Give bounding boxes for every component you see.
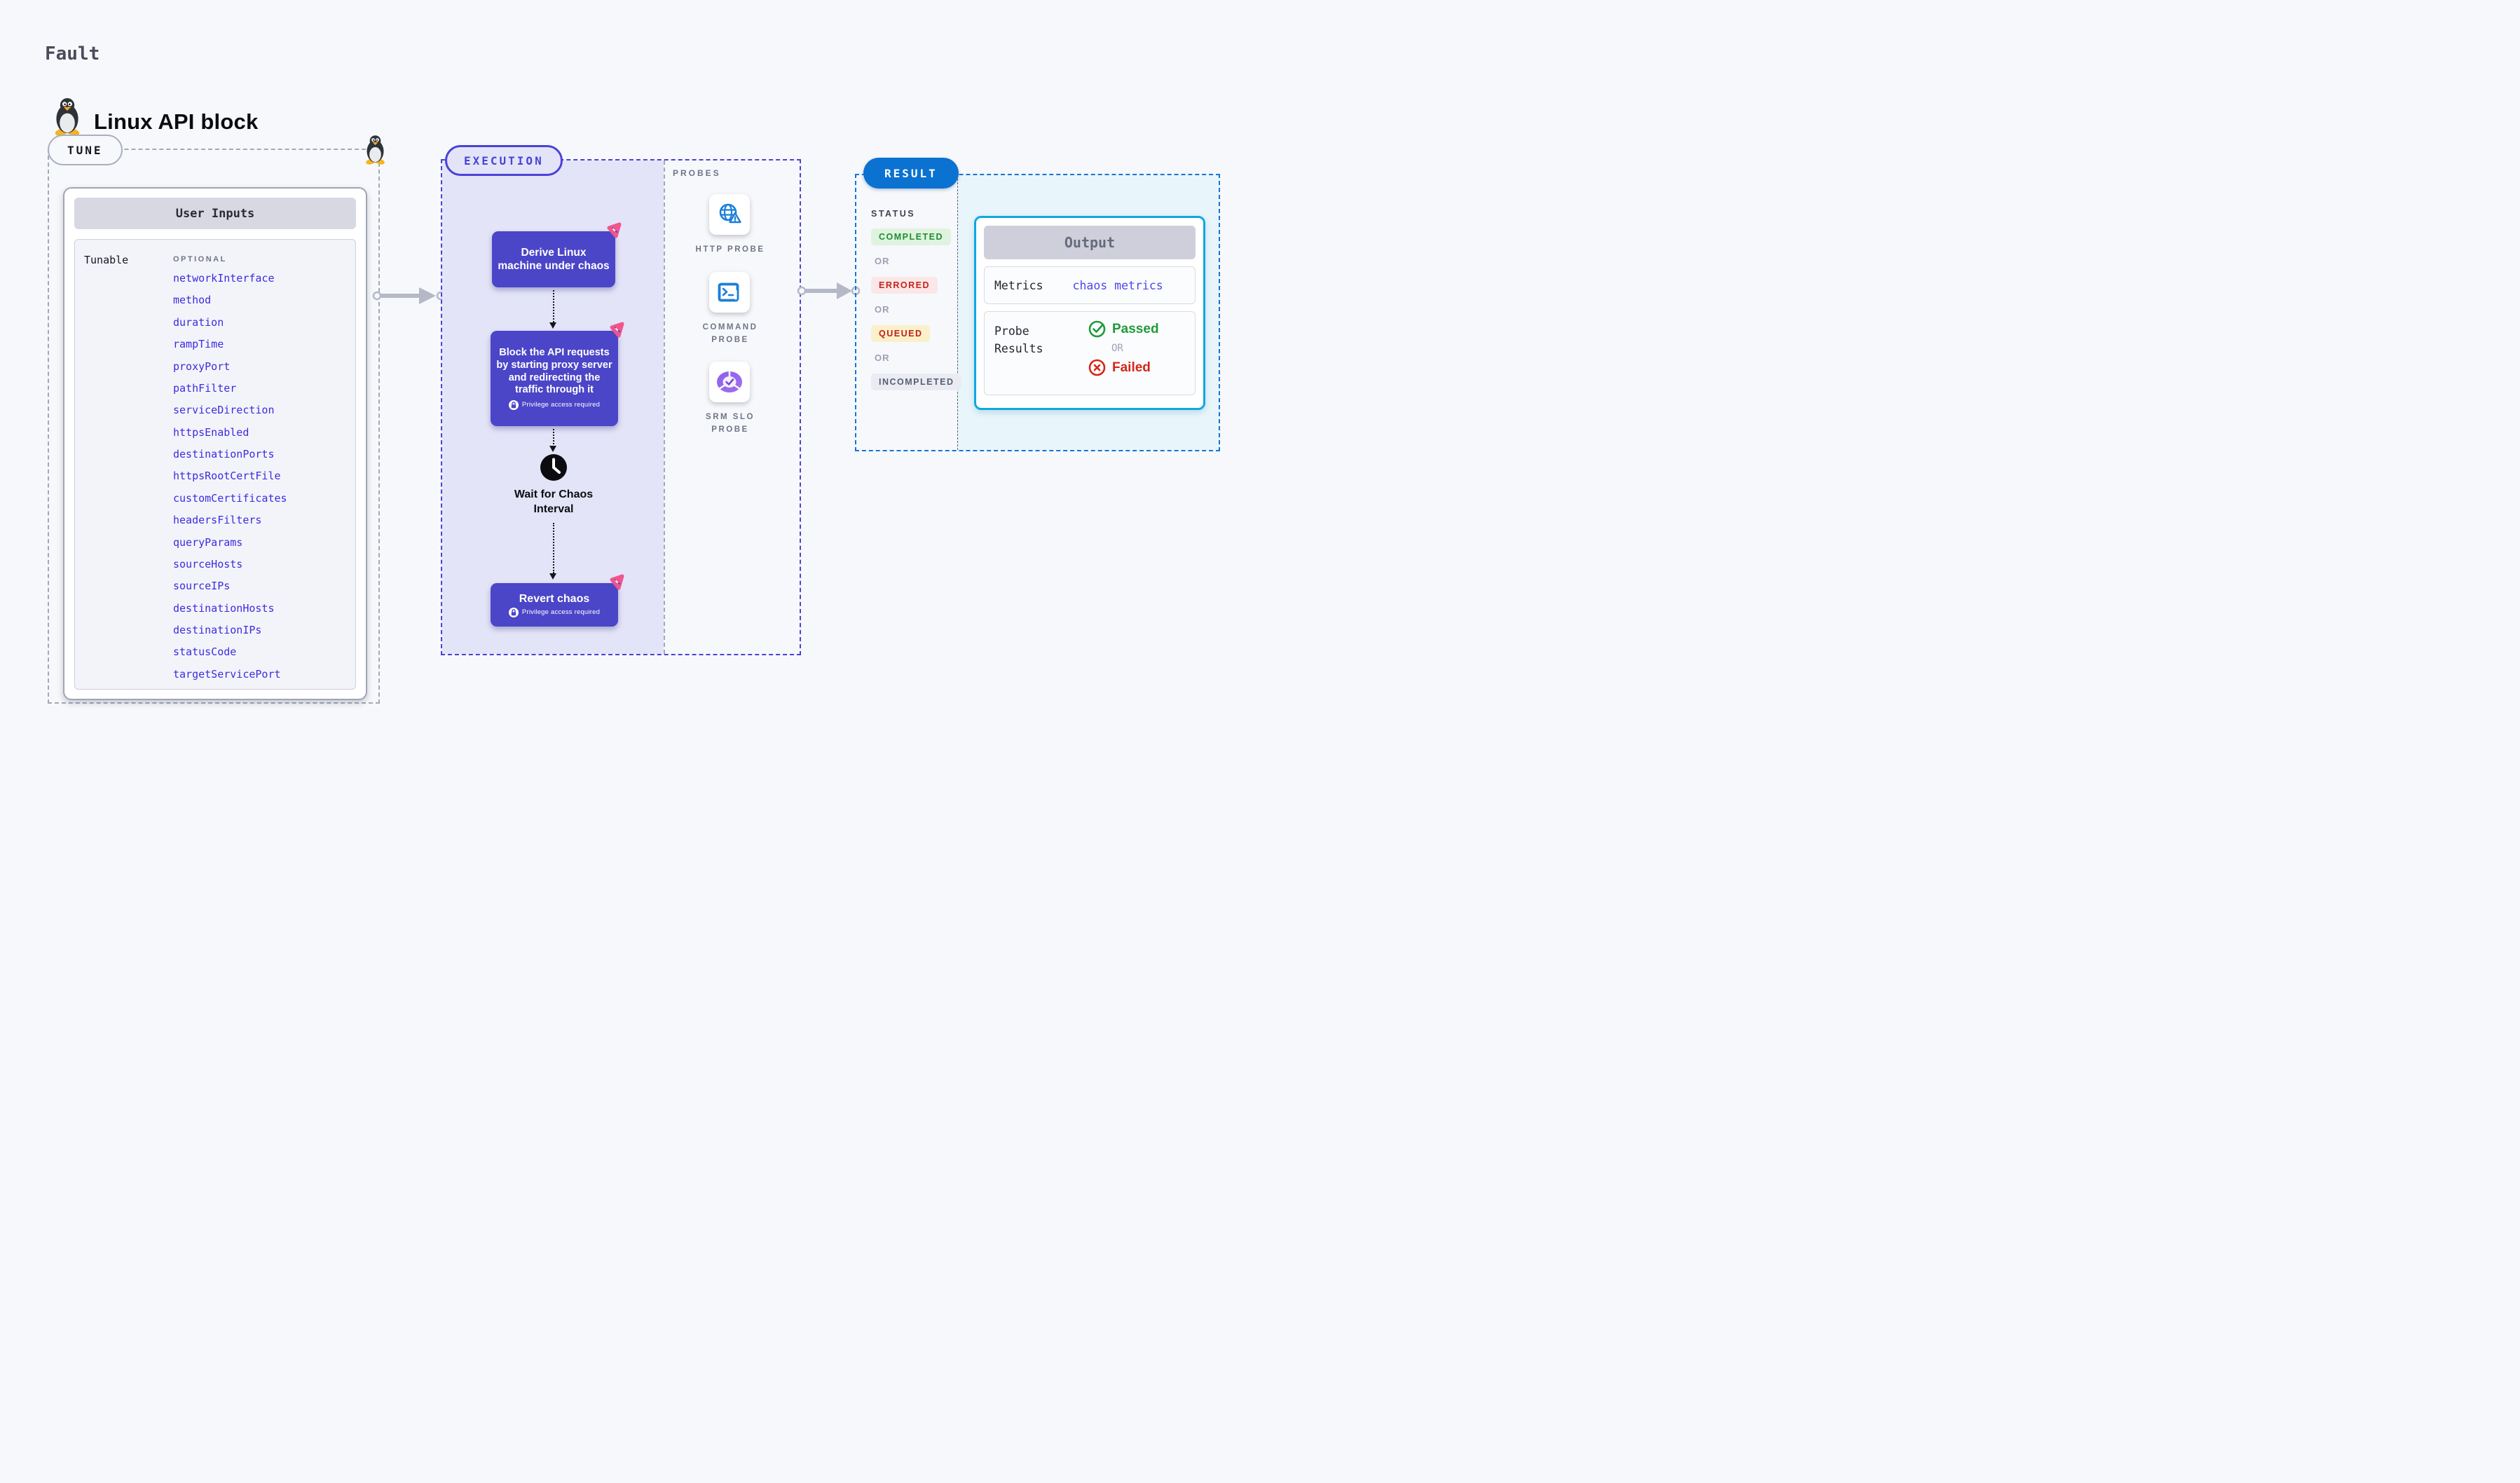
status-badge-errored: ERRORED <box>871 277 938 294</box>
or-separator: OR <box>875 353 890 363</box>
result-divider-line <box>957 175 958 450</box>
user-inputs-title: User Inputs <box>74 198 356 229</box>
param-item: serviceDirection <box>173 404 275 417</box>
passed-line: Passed <box>1088 320 1159 338</box>
connector-arrowhead-icon <box>549 573 556 580</box>
probe-label-http: HTTP PROBE <box>695 245 765 254</box>
param-item: proxyPort <box>173 360 231 373</box>
chaos-icon <box>608 322 626 340</box>
probe-card-command <box>709 272 750 313</box>
param-item: httpsEnabled <box>173 425 249 439</box>
step-block-api: Block the API requests by starting proxy… <box>491 331 618 426</box>
param-item: destinationPorts <box>173 448 275 460</box>
param-item: duration <box>173 315 224 329</box>
privilege-label: Privilege access required <box>521 608 601 616</box>
output-card: Output Metrics chaos metrics Probe Resul… <box>974 216 1205 410</box>
probe-label-srm-slo: SRM SLO PROBE <box>706 413 755 435</box>
check-circle-icon <box>1088 320 1106 338</box>
param-item: queryParams <box>173 535 243 549</box>
probes-section-label: PROBES <box>673 168 721 178</box>
param-item: destinationHosts <box>173 601 275 615</box>
connector-arrowhead-icon <box>549 446 556 452</box>
connector-line <box>553 523 554 573</box>
param-item: pathFilter <box>173 381 237 395</box>
status-list: COMPLETED OR ERRORED OR QUEUED OR INCOMP… <box>871 228 962 390</box>
chaos-icon <box>605 222 623 240</box>
param-item: customCertificates <box>173 491 287 505</box>
step-revert-chaos: Revert chaos Privilege access required <box>491 583 618 627</box>
param-item: sourceHosts <box>173 557 243 570</box>
param-item: rampTime <box>173 338 224 351</box>
or-separator: OR <box>875 304 890 315</box>
step-revert-label: Revert chaos <box>519 592 590 605</box>
param-list: networkInterface method duration rampTim… <box>173 272 350 681</box>
connector-line <box>553 429 554 447</box>
param-item: networkInterface <box>173 272 275 285</box>
wait-step-label: Wait for Chaos Interval <box>514 488 594 515</box>
param-item: sourceIPs <box>173 580 231 593</box>
lock-icon <box>508 607 519 617</box>
probes-divider-line <box>664 160 665 654</box>
failed-label: Failed <box>1112 360 1151 375</box>
tunable-row-label: Tunable <box>84 254 129 266</box>
wait-clock-icon <box>540 454 567 481</box>
user-inputs-card: User Inputs Tunable OPTIONAL networkInte… <box>63 187 367 700</box>
tune-badge: TUNE <box>48 135 123 165</box>
metrics-row: Metrics chaos metrics <box>984 266 1196 304</box>
globe-alert-icon <box>719 203 741 224</box>
step-derive-machine: Derive Linux machine under chaos <box>492 231 615 287</box>
flow-arrow-tune-to-execution <box>372 287 446 304</box>
step-derive-label: Derive Linux machine under chaos <box>498 246 610 272</box>
status-badge-queued: QUEUED <box>871 325 931 342</box>
optional-column-label: OPTIONAL <box>173 255 227 264</box>
probe-results-label: Probe Results <box>994 324 1043 355</box>
param-item: targetServicePort <box>173 667 281 681</box>
param-item: httpsRootCertFile <box>173 470 281 483</box>
result-badge: RESULT <box>863 158 959 189</box>
fault-eyebrow: Fault <box>45 43 100 64</box>
status-section-label: STATUS <box>871 209 916 219</box>
metrics-value: chaos metrics <box>1072 278 1163 292</box>
terminal-icon <box>718 282 739 302</box>
probe-card-srm-slo <box>709 362 750 402</box>
probe-results-row: Probe Results Passed OR Failed <box>984 311 1196 395</box>
tunables-panel: Tunable OPTIONAL networkInterface method… <box>74 239 356 690</box>
execution-badge: EXECUTION <box>445 145 563 176</box>
or-separator: OR <box>875 256 890 266</box>
flow-arrow-execution-to-result <box>797 282 861 299</box>
metrics-label: Metrics <box>994 278 1043 292</box>
page-title: Linux API block <box>94 109 259 134</box>
probe-results-values: Passed OR Failed <box>1088 320 1159 376</box>
privilege-badge: Privilege access required <box>508 607 601 617</box>
status-badge-completed: COMPLETED <box>871 228 951 245</box>
connector-line <box>553 290 554 322</box>
probe-card-http <box>709 194 750 235</box>
or-separator: OR <box>1111 343 1123 354</box>
chaos-icon <box>608 574 626 592</box>
passed-label: Passed <box>1112 321 1159 336</box>
linux-tux-icon <box>54 98 81 137</box>
lock-icon <box>508 399 519 410</box>
privilege-badge: Privilege access required <box>508 399 601 410</box>
failed-line: Failed <box>1088 359 1159 376</box>
linux-tux-icon <box>365 135 385 165</box>
probe-label-command: COMMAND PROBE <box>702 323 758 345</box>
param-item: method <box>173 294 212 307</box>
diagram-canvas: Fault Linux API block TUNE User Inputs T… <box>0 0 1260 742</box>
tune-region <box>48 149 380 704</box>
param-item: headersFilters <box>173 514 262 527</box>
output-title: Output <box>984 226 1196 259</box>
param-item: statusCode <box>173 645 237 659</box>
connector-arrowhead-icon <box>549 322 556 329</box>
slo-check-icon <box>717 371 742 392</box>
param-item: destinationIPs <box>173 624 262 636</box>
status-badge-incompleted: INCOMPLETED <box>871 374 962 390</box>
x-circle-icon <box>1088 359 1106 376</box>
step-block-label: Block the API requests by starting proxy… <box>496 347 612 396</box>
privilege-label: Privilege access required <box>521 401 601 409</box>
